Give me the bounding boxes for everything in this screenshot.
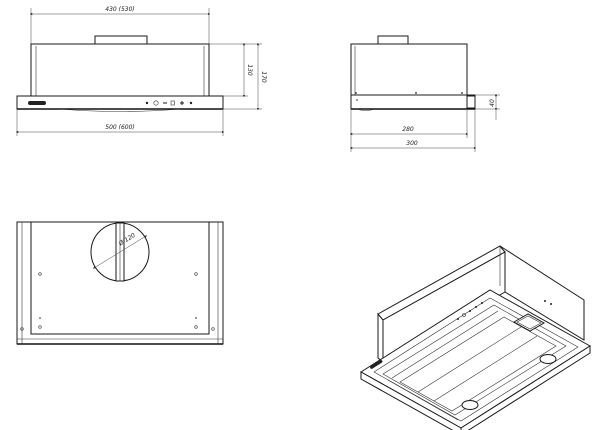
- iso-lamp-left: [461, 400, 479, 410]
- front-duct-collar: [94, 35, 148, 45]
- dim-label-side-depth-inner: 280: [402, 126, 414, 133]
- front-body: [30, 43, 210, 97]
- top-mounting-holes: [20, 272, 215, 331]
- iso-lamp-right: [539, 354, 557, 364]
- dim-side-depths: 280 300: [349, 109, 477, 152]
- dim-label-front-body-height: 130: [246, 64, 253, 76]
- dim-label-front-total-height: 170: [260, 71, 267, 83]
- dim-front-heights: 130 170: [209, 42, 267, 111]
- side-view: 40 280 300: [349, 35, 500, 152]
- side-body: [350, 43, 468, 96]
- dim-front-top: 430 (530): [29, 6, 211, 44]
- front-view: 430 (530) 130: [15, 6, 267, 136]
- dim-side-panel-height: 40: [475, 93, 500, 120]
- dim-label-side-panel-height: 40: [489, 99, 496, 107]
- front-panel: [16, 95, 224, 110]
- dim-label-front-top: 430 (530): [105, 6, 135, 13]
- iso-vent-window: [512, 313, 546, 332]
- iso-control-strip: [457, 302, 483, 320]
- front-control-buttons: [145, 100, 193, 106]
- iso-body-side: [499, 245, 585, 341]
- iso-body-rear: [377, 312, 384, 364]
- side-panel: [350, 94, 476, 110]
- dim-label-side-depth-outer: 300: [406, 140, 418, 147]
- top-duct-outlet: Ø 120: [90, 222, 150, 282]
- isometric-view: [360, 245, 591, 430]
- dim-front-bottom: 500 (600): [15, 109, 225, 136]
- iso-filter-area: [382, 304, 567, 416]
- side-duct-collar: [377, 35, 409, 45]
- iso-brand-logo: [370, 360, 383, 369]
- dim-label-front-bottom: 500 (600): [105, 124, 135, 131]
- front-brand-logo: [28, 101, 46, 105]
- top-view: Ø 120: [16, 221, 224, 345]
